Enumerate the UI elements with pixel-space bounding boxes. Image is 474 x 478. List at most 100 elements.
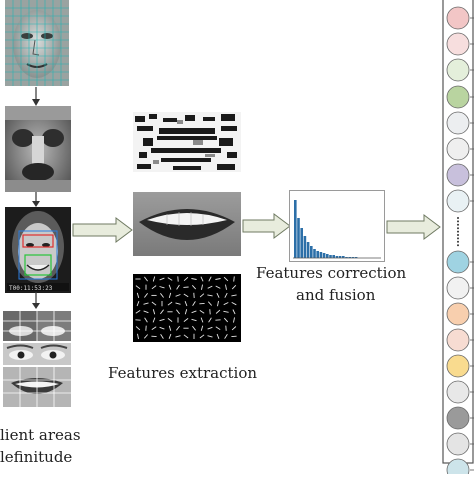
ellipsis-dot [457,244,459,246]
gabor-stroke [224,277,228,281]
gabor-stroke [224,303,229,305]
features-correction-label-line1: Features correction [256,264,406,282]
gabor-stroke [168,278,172,281]
gabor-stroke [217,334,219,339]
feature-vector-cell [447,59,469,81]
flow-arrow-2 [242,213,292,239]
gabor-stroke [152,302,156,305]
salient-areas-label-line2: lefinitude [0,448,72,466]
gabor-stroke [184,294,188,297]
gabor-stroke [153,318,155,323]
gabor-stroke [185,309,186,314]
features-extraction-label: Features extraction [108,364,257,382]
histogram-bar [329,255,332,258]
feature-vector-cell [447,329,469,351]
histogram-bar [332,255,335,258]
salient-crop-eyes [3,343,71,365]
gabor-stroke [160,293,163,297]
gabor-stroke [144,303,149,304]
gabor-stroke [169,326,170,331]
gabor-stroke [136,286,140,289]
gabor-stroke [209,318,212,322]
gabor-stroke [145,318,148,322]
gabor-stroke [176,336,181,337]
feature-vector-cell [447,112,469,134]
gabor-stroke [137,293,138,298]
gabor-stroke [234,276,235,281]
histogram-bar [297,218,300,258]
gabor-stroke [208,286,213,288]
gabor-stroke [144,293,147,297]
gabor-stroke [225,334,228,338]
ellipsis-dot [457,220,459,222]
average-face-image [5,106,71,192]
gabor-stroke [209,277,211,282]
ellipsis-dot [457,241,459,243]
gabor-stroke [185,301,187,306]
gabor-stroke [137,301,139,306]
gabor-stroke [232,302,237,304]
gabor-stroke [169,285,171,290]
feature-vector-cell [447,33,469,55]
ellipsis-dot [457,224,459,226]
gabor-stroke [153,277,154,282]
gabor-stroke [160,327,165,329]
svg-text:T00:11:53:23: T00:11:53:23 [9,285,53,292]
gabor-stroke [176,326,179,330]
down-arrow-1 [30,87,42,107]
gabor-stroke [231,295,236,296]
gabor-stroke [160,310,163,314]
feature-vector-cell [447,190,469,212]
flow-arrow-1 [72,217,134,243]
ellipsis-dot [457,231,459,233]
gabor-stroke [176,303,181,304]
gabor-stroke [153,309,154,314]
histogram-bar [320,252,323,258]
features-correction-label-line2: and fusion [296,286,375,304]
gabor-stroke [184,335,188,338]
gabor-stroke [169,334,171,339]
feature-vector-cell [447,251,469,273]
feature-vector-cell [447,164,469,186]
gabor-stroke [161,334,164,338]
gabor-stroke [192,319,197,320]
gabor-stroke [160,287,165,288]
ellipsis-dot [457,227,459,229]
flow-arrow-3 [386,214,442,240]
gabor-stroke [215,279,220,280]
gabor-stroke [144,311,149,313]
feature-vector-cell [447,86,469,108]
gabor-stroke [200,335,204,338]
gabor-stroke [160,319,165,320]
gabor-stroke [216,310,220,313]
gabor-stroke [234,317,235,322]
gabor-stroke [233,310,235,315]
down-arrow-2 [30,192,42,208]
histogram-bar [294,200,297,258]
gabor-stroke [207,295,212,296]
gridded-face-image [5,0,69,86]
gabor-stroke [184,277,188,280]
gabor-stroke [191,279,196,280]
gabor-stroke [144,277,147,281]
gabor-stroke [192,285,195,289]
down-arrow-3 [30,292,42,310]
gabor-stroke [169,293,170,298]
histogram-bar [313,249,316,258]
gabor-feature-image [133,274,241,342]
gabor-stroke [144,335,147,339]
histogram-bar [300,228,303,258]
gabor-stroke [223,311,228,312]
histogram-bar [304,236,307,258]
gabor-stroke [177,285,180,289]
histogram-bar [310,246,313,258]
gabor-stroke [202,285,203,290]
gabor-stroke [201,326,202,331]
feature-vector-cell [447,277,469,299]
feature-vector-cell [447,7,469,29]
gabor-stroke [136,327,140,330]
histogram-bar [307,242,310,258]
gabor-stroke [218,301,219,306]
texture-feature-image [133,112,241,172]
gabor-stroke [136,310,140,313]
